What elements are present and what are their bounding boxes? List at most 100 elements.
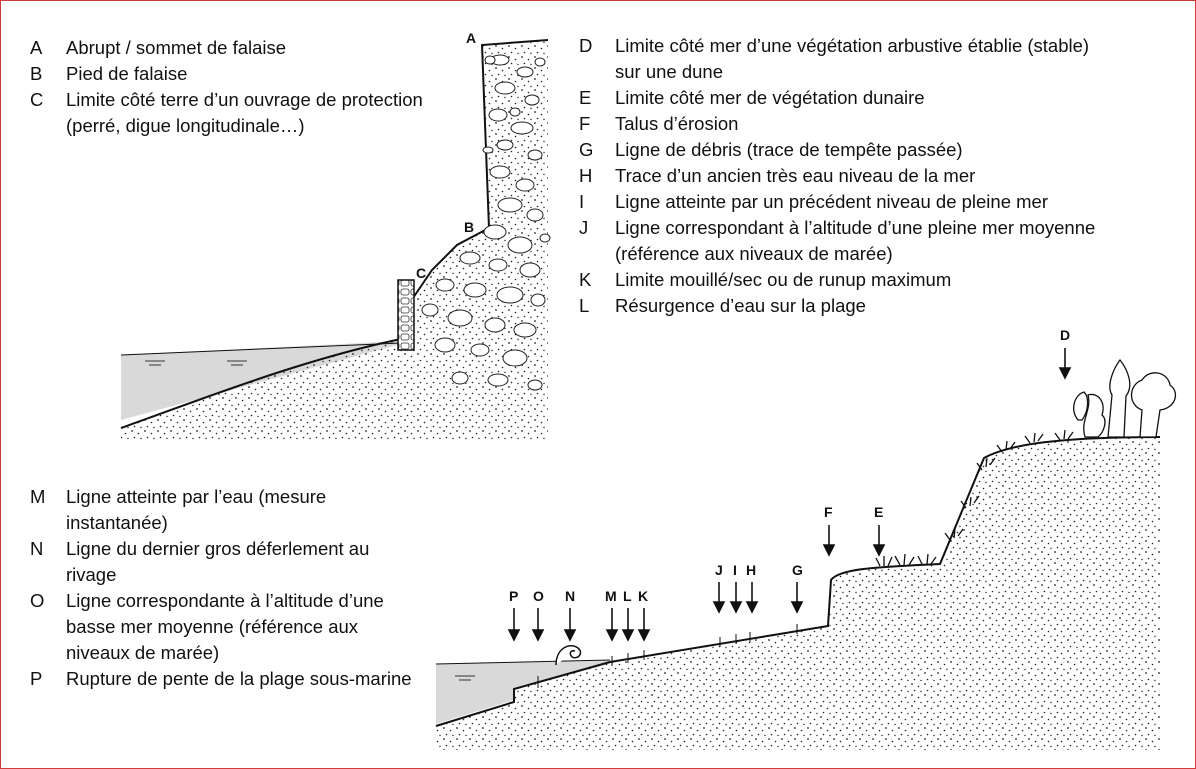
marker-p: P xyxy=(509,588,518,604)
cliff-boulders xyxy=(421,54,551,391)
boulder xyxy=(459,251,481,265)
boulder xyxy=(484,317,506,333)
cliff-face-line xyxy=(412,39,549,299)
boulder xyxy=(527,149,543,161)
legend-item-i: I Ligne atteinte par un précédent niveau … xyxy=(579,189,1099,215)
legend-item-b: B Pied de falaise xyxy=(30,61,440,87)
boulder xyxy=(534,57,546,67)
boulder xyxy=(515,178,535,192)
boulder xyxy=(487,373,509,387)
legend-key: L xyxy=(579,295,590,316)
legend-key: B xyxy=(30,63,43,84)
boulder xyxy=(497,197,523,213)
beach-ticks xyxy=(537,624,798,688)
boulder xyxy=(447,309,473,327)
boulder xyxy=(507,236,533,254)
legend-key: F xyxy=(579,113,591,134)
legend-dune: D Limite côté mer d’une végétation arbust… xyxy=(579,33,1099,319)
boulder xyxy=(483,224,507,240)
legend-key: I xyxy=(579,191,585,212)
boulder xyxy=(513,322,537,338)
legend-item-f: F Talus d’érosion xyxy=(579,111,1099,137)
dune-grass xyxy=(875,429,1074,567)
legend-text: Limite mouillé/sec ou de runup maximum xyxy=(615,269,952,290)
boulder xyxy=(484,55,496,65)
legend-text: Limite côté terre d’un ouvrage de protec… xyxy=(66,89,423,136)
legend-key: H xyxy=(579,165,593,186)
boulder xyxy=(489,165,511,179)
boulder xyxy=(451,371,469,385)
boulder xyxy=(516,66,534,78)
legend-text: Ligne de débris (trace de tempête passée… xyxy=(615,139,963,160)
boulder xyxy=(524,94,540,106)
legend-item-k: K Limite mouillé/sec ou de runup maximum xyxy=(579,267,1099,293)
marker-l: L xyxy=(623,588,632,604)
boulder xyxy=(496,139,514,151)
legend-key: D xyxy=(579,35,593,56)
boulder xyxy=(539,233,551,243)
water-level-symbol xyxy=(145,360,247,366)
legend-key: K xyxy=(579,269,592,290)
boulder xyxy=(470,343,490,357)
boulder xyxy=(421,303,439,317)
marker-j: J xyxy=(715,562,723,578)
legend-text: Ligne atteinte par l’eau (mesure instant… xyxy=(66,486,327,533)
cliff-beach-surface xyxy=(120,338,402,429)
marker-k: K xyxy=(638,588,648,604)
boulder xyxy=(463,282,487,298)
legend-item-e: E Limite côté mer de végétation dunaire xyxy=(579,85,1099,111)
marker-h: H xyxy=(746,562,756,578)
marker-o: O xyxy=(533,588,544,604)
marker-a: A xyxy=(466,30,476,46)
marker-f: F xyxy=(824,504,833,520)
legend-item-h: H Trace d’un ancien très eau niveau de la… xyxy=(579,163,1099,189)
legend-key: G xyxy=(579,139,594,160)
legend-text: Rupture de pente de la plage sous-marine xyxy=(66,668,412,689)
boulder xyxy=(527,379,543,391)
legend-text: Résurgence d’eau sur la plage xyxy=(615,295,866,316)
legend-beach: M Ligne atteinte par l’eau (mesure instan… xyxy=(30,484,420,692)
legend-text: Abrupt / sommet de falaise xyxy=(66,37,287,58)
boulder xyxy=(488,108,508,122)
legend-text: Talus d’érosion xyxy=(615,113,739,134)
boulder xyxy=(509,107,521,117)
marker-i: I xyxy=(733,562,737,578)
legend-item-m: M Ligne atteinte par l’eau (mesure instan… xyxy=(30,484,420,536)
boulder xyxy=(530,293,546,307)
beach-dune-surface xyxy=(435,436,1161,727)
legend-text: Limite côté mer d’une végétation arbusti… xyxy=(615,35,1090,82)
legend-key: P xyxy=(30,668,43,689)
shrub-vegetation xyxy=(1073,358,1177,438)
seawall-structure xyxy=(397,279,415,351)
boulder xyxy=(488,258,508,272)
marker-d: D xyxy=(1060,327,1070,343)
marker-e: E xyxy=(874,504,883,520)
legend-text: Trace d’un ancien très eau niveau de la … xyxy=(615,165,976,186)
legend-item-g: G Ligne de débris (trace de tempête passé… xyxy=(579,137,1099,163)
legend-item-p: P Rupture de pente de la plage sous-marin… xyxy=(30,666,420,692)
boulder xyxy=(526,208,544,222)
legend-key: M xyxy=(30,486,46,507)
marker-c: C xyxy=(416,265,426,281)
boulder xyxy=(435,278,455,292)
legend-key: N xyxy=(30,538,44,559)
marker-g: G xyxy=(792,562,803,578)
legend-text: Ligne correspondant à l’altitude d’une p… xyxy=(615,217,1096,264)
cliff-beach-sand xyxy=(121,339,401,440)
sea-surface-cliff xyxy=(120,342,402,356)
legend-text: Ligne correspondante à l’altitude d’une … xyxy=(66,590,384,663)
water-level-symbol-beach xyxy=(455,675,475,681)
legend-text: Limite côté mer de végétation dunaire xyxy=(615,87,925,108)
legend-key: J xyxy=(579,217,589,238)
indicator-letters: P O N M L K J I H G F E D xyxy=(509,327,1070,604)
marker-b: B xyxy=(464,219,474,235)
beach-dune-profile xyxy=(435,358,1177,750)
legend-text: Ligne atteinte par un précédent niveau d… xyxy=(615,191,1048,212)
legend-key: E xyxy=(579,87,592,108)
legend-item-j: J Ligne correspondant à l’altitude d’une … xyxy=(579,215,1099,267)
sea-surface-beach xyxy=(435,659,611,665)
legend-text: Pied de falaise xyxy=(66,63,188,84)
